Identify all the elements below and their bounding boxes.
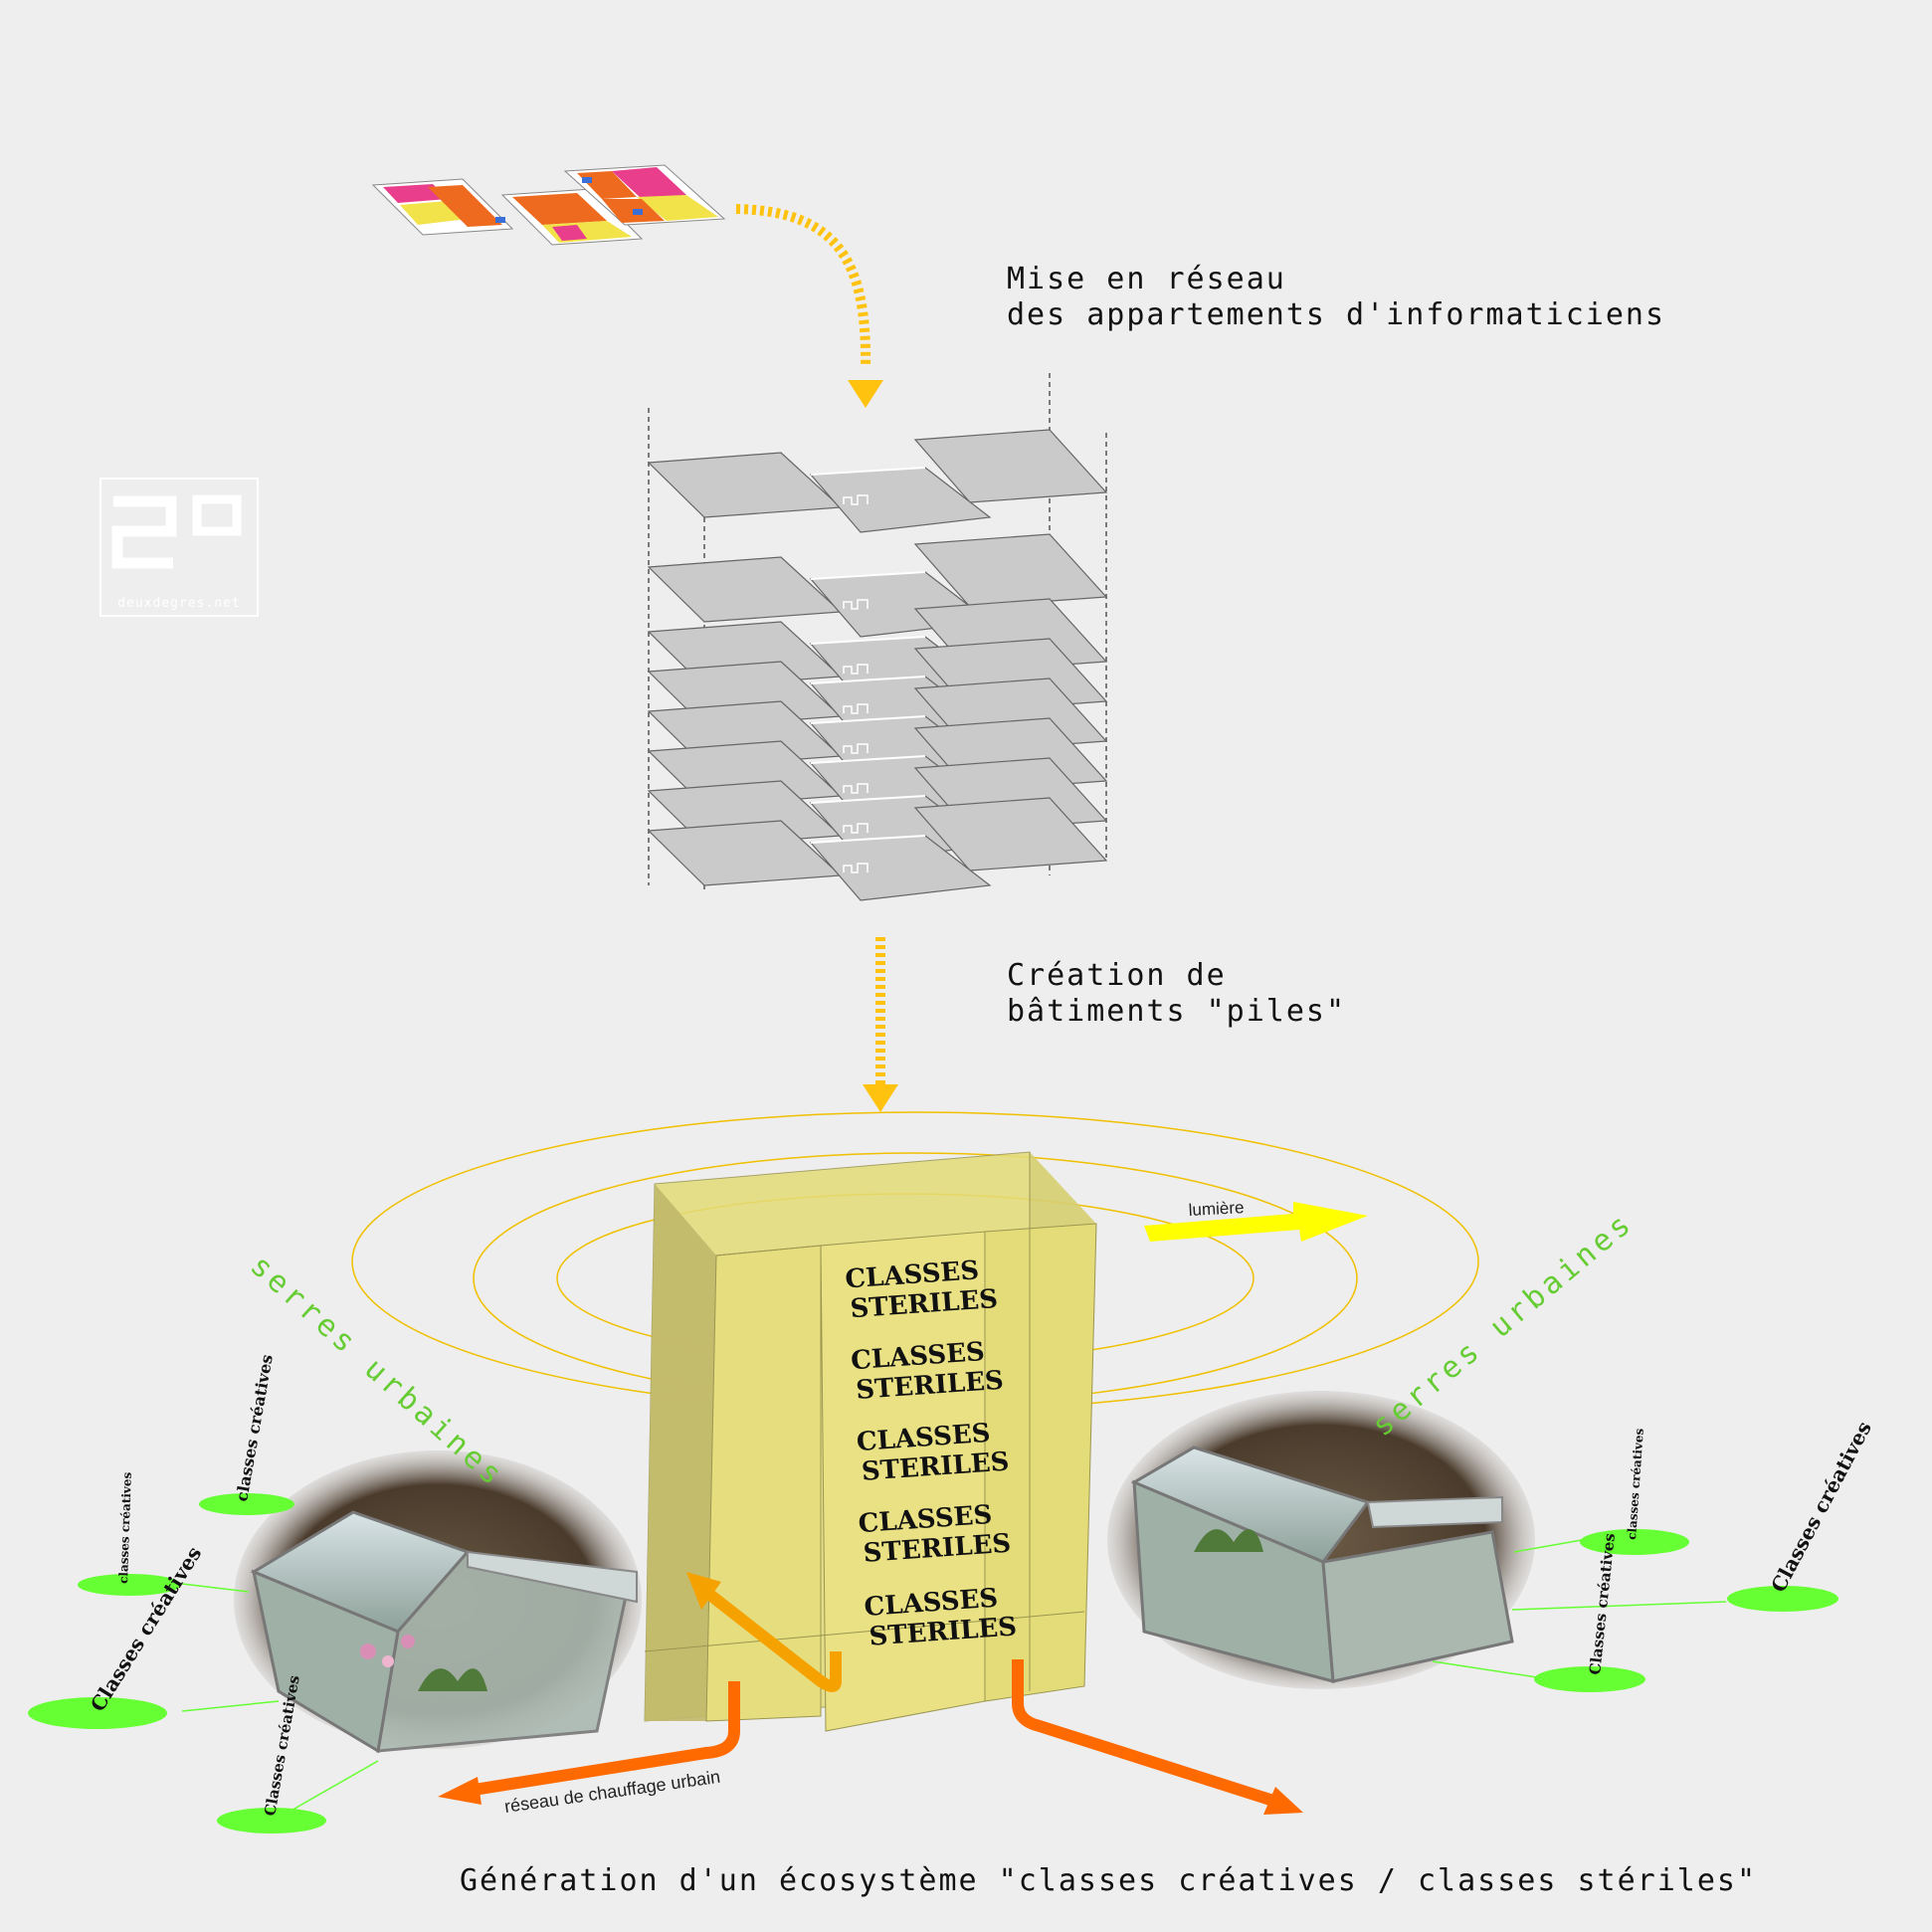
creative-tag-left-3: Classes créatives <box>86 1542 206 1716</box>
apartment-network-plan <box>371 164 726 246</box>
floor-detail <box>843 863 869 873</box>
floor-plate <box>647 429 1108 533</box>
light-arrow: lumière <box>1144 1198 1368 1242</box>
creative-tag-left-4: Classes créatives <box>261 1674 303 1818</box>
floor-edge <box>810 571 926 580</box>
network-to-stack-arrow <box>735 204 883 408</box>
floor-detail <box>843 823 869 834</box>
greenhouse-right <box>1107 1391 1535 1689</box>
caption-network: Mise en réseau des appartements d'inform… <box>1007 262 1665 333</box>
creative-tag-dot <box>199 1493 294 1515</box>
tower-labels: CLASSES STERILES CLASSES STERILES CLASSE… <box>845 1256 1018 1652</box>
logo-text: deuxdegres.net <box>117 596 241 611</box>
floor-slab <box>647 452 843 518</box>
deuxdegres-logo: deuxdegres.net <box>99 478 259 617</box>
creative-tag-left-1: classes créatives <box>232 1353 277 1503</box>
creative-tag-dot <box>1534 1666 1645 1692</box>
sterile-tower <box>644 1151 1097 1732</box>
floor-edge <box>810 636 926 645</box>
internal-heat-arrow <box>686 1572 842 1692</box>
floor-detail <box>843 743 869 754</box>
creative-tag-dot <box>217 1808 326 1834</box>
stacked-floors <box>647 373 1108 901</box>
floor-slab <box>913 797 1108 871</box>
floor-detail <box>843 664 869 675</box>
floor-edge <box>810 676 926 684</box>
caption-stack-line2: bâtiments "piles" <box>1007 994 1347 1029</box>
creative-tag-dot <box>28 1697 167 1729</box>
stack-to-tower-arrow <box>863 937 898 1112</box>
caption-network-line2: des appartements d'informaticiens <box>1007 297 1666 332</box>
floor-detail <box>843 599 869 610</box>
floor-edge <box>810 755 926 764</box>
greenhouse-right-label: serres urbaines <box>1366 1206 1641 1445</box>
floor-detail <box>843 494 869 505</box>
light-label: lumière <box>1188 1198 1245 1220</box>
creative-tag-dot <box>1727 1586 1838 1612</box>
greenhouse-left <box>234 1450 642 1754</box>
floor-detail <box>843 703 869 714</box>
floor-slab <box>913 429 1108 503</box>
floor-edge <box>810 795 926 804</box>
creative-tag-right-2: Classes créatives <box>1766 1418 1876 1597</box>
floor-plate <box>647 797 1108 901</box>
creative-tag-dot <box>1580 1529 1689 1555</box>
caption-network-line1: Mise en réseau <box>1007 262 1286 296</box>
floor-slab <box>647 556 843 623</box>
creative-tag-right-1: classes créatives <box>1625 1428 1646 1540</box>
floor-edge <box>810 467 926 476</box>
caption-stack-line1: Création de <box>1007 958 1227 993</box>
creative-tag-dot <box>78 1574 181 1596</box>
floor-slab <box>913 533 1108 608</box>
floor-edge <box>810 715 926 724</box>
creative-tag-left-2: classes créatives <box>116 1471 134 1584</box>
floor-detail <box>843 783 869 794</box>
floor-edge <box>810 835 926 844</box>
caption-ecosystem: Génération d'un écosystème "classes créa… <box>460 1863 1757 1898</box>
two-degree-mark <box>111 494 242 569</box>
caption-stack: Création de bâtiments "piles" <box>1007 958 1346 1030</box>
creative-tag-right-3: Classes créatives <box>1586 1532 1619 1675</box>
